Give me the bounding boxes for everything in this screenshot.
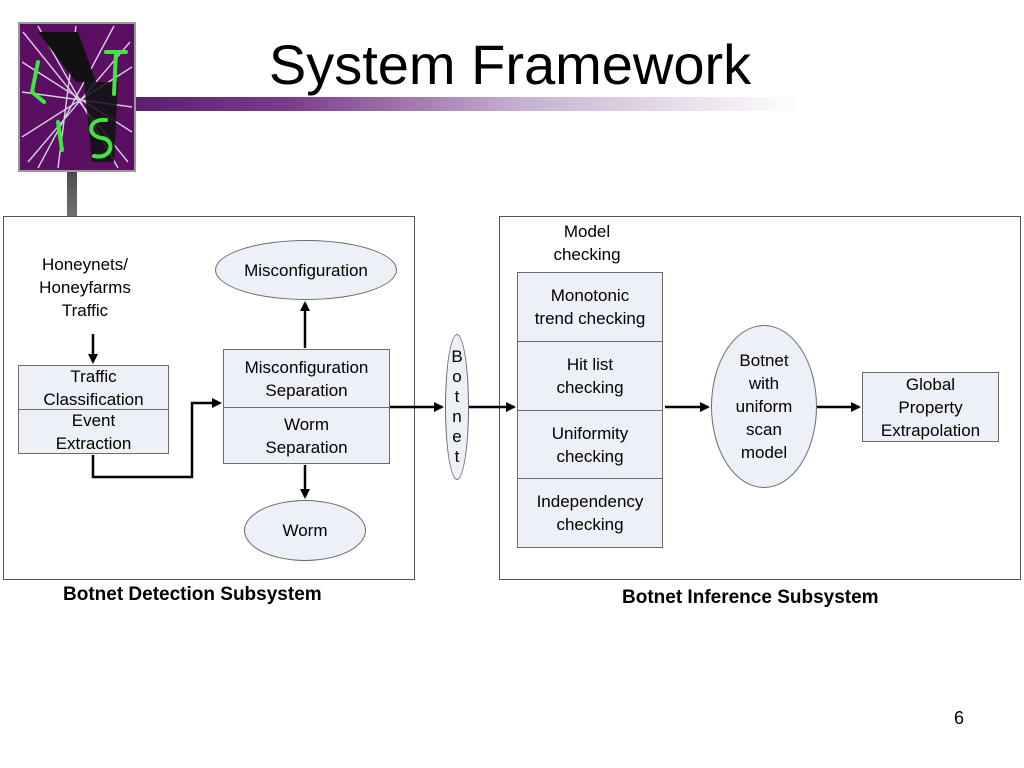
arrow-extraction-to-separation xyxy=(91,398,222,479)
botnet-letter: t xyxy=(454,447,460,466)
traffic-source-label: Honeynets/ Honeyfarms Traffic xyxy=(39,255,131,320)
botnet-letter: n xyxy=(452,407,462,426)
independency-checking-box: Independency checking xyxy=(517,478,663,548)
botnet-letter: e xyxy=(452,427,462,446)
worm-ellipse: Worm xyxy=(244,500,366,561)
traffic-classification-box: Traffic Classification xyxy=(18,365,169,410)
botnet-letter: B xyxy=(451,347,463,366)
botnet-model-ellipse: Botnet with uniform scan model xyxy=(711,325,817,488)
monotonic-trend-checking-box: Monotonic trend checking xyxy=(517,272,663,342)
botnet-ellipse: B o t n e t xyxy=(445,334,469,480)
detection-subsystem-caption: Botnet Detection Subsystem xyxy=(63,584,322,605)
misconfiguration-separation-box: Misconfiguration Separation xyxy=(223,349,390,408)
event-extraction-box: Event Extraction xyxy=(18,409,169,454)
page-number: 6 xyxy=(953,708,964,728)
logo-stem xyxy=(67,165,77,261)
botnet-letter: t xyxy=(454,387,460,406)
lab-logo-icon xyxy=(18,22,136,172)
hit-list-checking-box: Hit list checking xyxy=(517,341,663,411)
worm-separation-box: Worm Separation xyxy=(223,407,390,464)
slide-title: System Framework xyxy=(268,33,752,96)
title-gradient-bar xyxy=(120,97,800,111)
inference-subsystem-caption: Botnet Inference Subsystem xyxy=(622,587,879,608)
uniformity-checking-box: Uniformity checking xyxy=(517,410,663,479)
global-property-extrapolation-box: Global Property Extrapolation xyxy=(862,372,999,442)
model-checking-label: Model checking xyxy=(553,222,621,264)
botnet-letter: o xyxy=(452,367,462,386)
misconfiguration-ellipse: Misconfiguration xyxy=(215,240,397,300)
